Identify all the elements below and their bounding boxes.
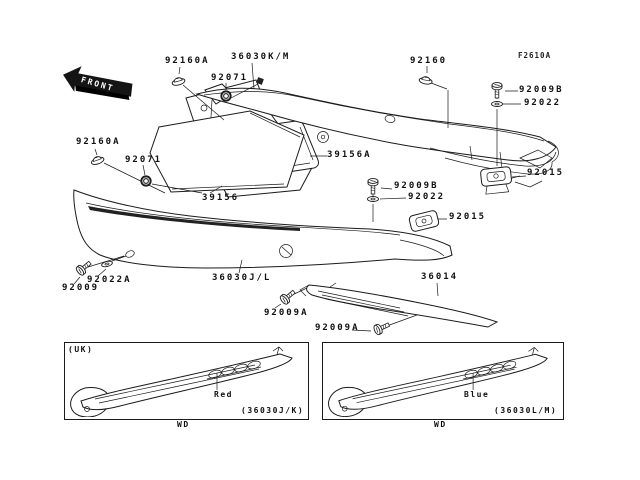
nut-icon bbox=[220, 90, 232, 102]
front-arrow-icon: FRONT bbox=[63, 66, 133, 101]
part-callout-92009b-right: 92009B bbox=[519, 85, 564, 95]
screw-icon bbox=[367, 178, 379, 195]
washer-icon bbox=[367, 196, 379, 202]
part-callout-92015-mid: 92015 bbox=[449, 212, 487, 222]
variant-box-blue bbox=[322, 342, 564, 420]
screw-icon bbox=[372, 319, 392, 336]
damper-icon bbox=[408, 210, 440, 232]
wd-footer-left: WD bbox=[177, 420, 190, 429]
screw-icon bbox=[278, 287, 298, 306]
part-callout-92022-right: 92022 bbox=[524, 98, 562, 108]
part-callout-92071-left: 92071 bbox=[125, 155, 163, 165]
fiche-code: F2610A bbox=[518, 51, 552, 60]
part-callout-36014: 36014 bbox=[421, 272, 459, 282]
pad-39156-shape bbox=[149, 110, 305, 193]
part-callout-92160a-left: 92160A bbox=[76, 137, 121, 147]
cover-36030km-shape bbox=[195, 83, 557, 162]
part-callout-39156a: 39156A bbox=[327, 150, 372, 160]
washer-icon bbox=[491, 101, 503, 107]
part-callout-92009: 92009 bbox=[62, 283, 100, 293]
part-callout-92009a-bottom: 92009A bbox=[315, 323, 360, 333]
part-callout-92160: 92160 bbox=[410, 56, 448, 66]
part-callout-92160a-top: 92160A bbox=[165, 56, 210, 66]
color-label-red: Red bbox=[214, 390, 233, 399]
damper-icon bbox=[480, 166, 512, 195]
screw-icon bbox=[74, 258, 94, 277]
part-callout-92071-top: 92071 bbox=[211, 73, 249, 83]
washer-icon bbox=[100, 259, 114, 269]
part-code-36030lm: (36030L/M) bbox=[494, 406, 558, 415]
screw-icon bbox=[491, 82, 503, 99]
part-callout-92022-mid: 92022 bbox=[408, 192, 446, 202]
wd-footer-right: WD bbox=[434, 420, 447, 429]
nut-icon bbox=[140, 175, 152, 187]
grommet-icon bbox=[418, 75, 434, 86]
tail-pocket-detail bbox=[429, 140, 559, 188]
variant-box-uk bbox=[64, 342, 309, 420]
part-callout-92022a: 92022A bbox=[87, 275, 132, 285]
part-code-36030jk: (36030J/K) bbox=[241, 406, 305, 415]
uk-region-label: (UK) bbox=[68, 345, 94, 354]
part-callout-36030jl: 36030J/L bbox=[212, 273, 272, 283]
part-callout-92009b-mid: 92009B bbox=[394, 181, 439, 191]
color-label-blue: Blue bbox=[464, 390, 490, 399]
grommet-icon bbox=[89, 154, 106, 167]
part-callout-39156: 39156 bbox=[202, 193, 240, 203]
part-callout-92015-right: 92015 bbox=[527, 168, 565, 178]
part-callout-36030km: 36030K/M bbox=[231, 52, 291, 62]
part-callout-92009a-left: 92009A bbox=[264, 308, 309, 318]
cover-36014-shape bbox=[299, 282, 499, 328]
leader-lines bbox=[73, 62, 527, 332]
cover-36030jl-shape bbox=[73, 189, 453, 269]
